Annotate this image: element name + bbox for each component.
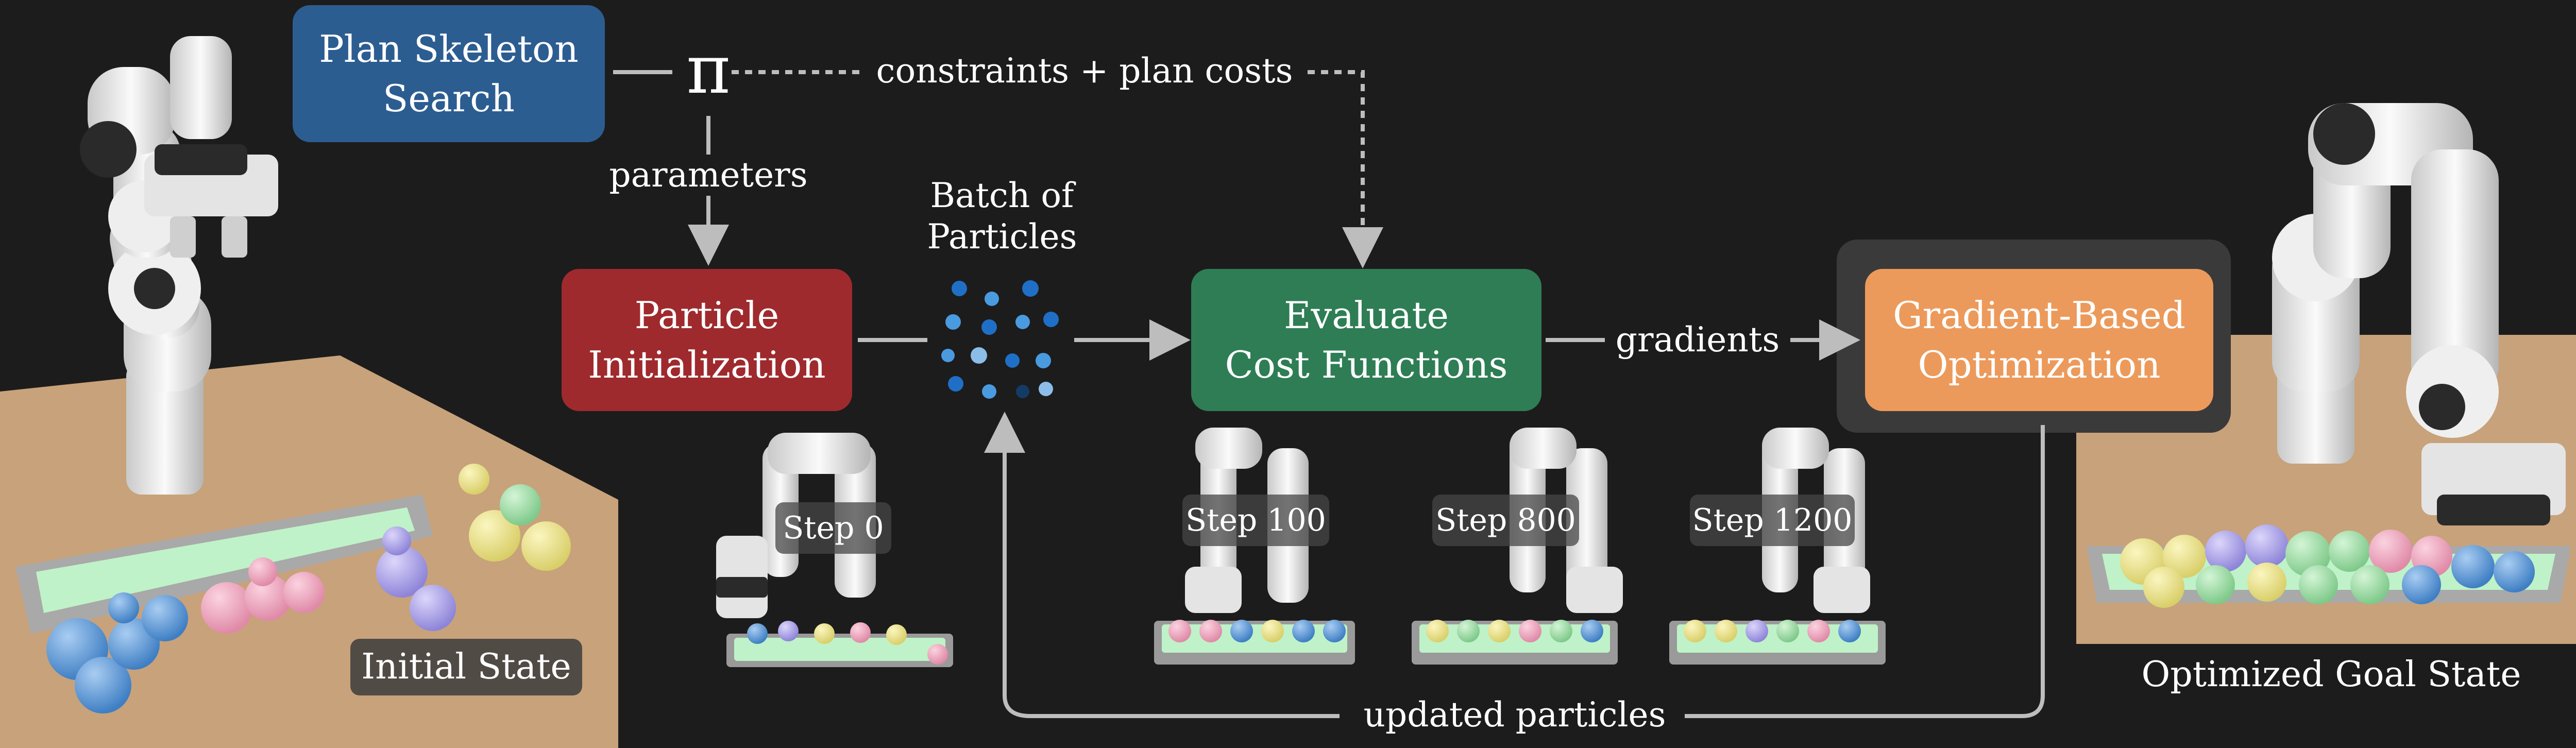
- step-thumbnails: [716, 428, 1886, 667]
- initial-state-scene: [0, 36, 618, 748]
- gradient-opt-box: Gradient-Based Optimization: [1865, 269, 2213, 411]
- batch-particles: [941, 280, 1059, 399]
- initial-balls: [46, 464, 571, 713]
- step-0-thumb: [716, 433, 953, 667]
- goal-balls: [2120, 524, 2535, 608]
- evaluate-cost-box: Evaluate Cost Functions: [1191, 269, 1541, 411]
- step-100-thumb: [1154, 428, 1355, 665]
- step-800-badge: Step 800: [1432, 495, 1579, 546]
- pi-symbol: π: [686, 30, 731, 109]
- step-0-badge: Step 0: [775, 502, 891, 554]
- plan-skeleton-box: Plan Skeleton Search: [293, 5, 605, 142]
- constraints-label: constraints + plan costs: [866, 50, 1303, 92]
- arrow-constraints-to-evaluate: [732, 70, 1383, 268]
- step-800-thumb: [1412, 428, 1623, 665]
- goal-state-label: Optimized Goal State: [2128, 647, 2535, 703]
- robot-arm-icon: [80, 36, 278, 495]
- step-1200-badge: Step 1200: [1690, 495, 1855, 546]
- particle-init-box: Particle Initialization: [562, 269, 852, 411]
- initial-state-label: Initial State: [350, 639, 582, 695]
- gradients-label: gradients: [1615, 320, 1780, 360]
- step-100-badge: Step 100: [1182, 495, 1329, 546]
- step-1200-thumb: [1669, 428, 1886, 665]
- updated-particles-label: updated particles: [1363, 695, 1666, 735]
- robot-arm-icon: [2272, 103, 2566, 525]
- arrow-updated-particles: [1005, 420, 2045, 718]
- parameters-label: parameters: [598, 155, 819, 196]
- batch-label: Batch of Particles: [927, 176, 1077, 257]
